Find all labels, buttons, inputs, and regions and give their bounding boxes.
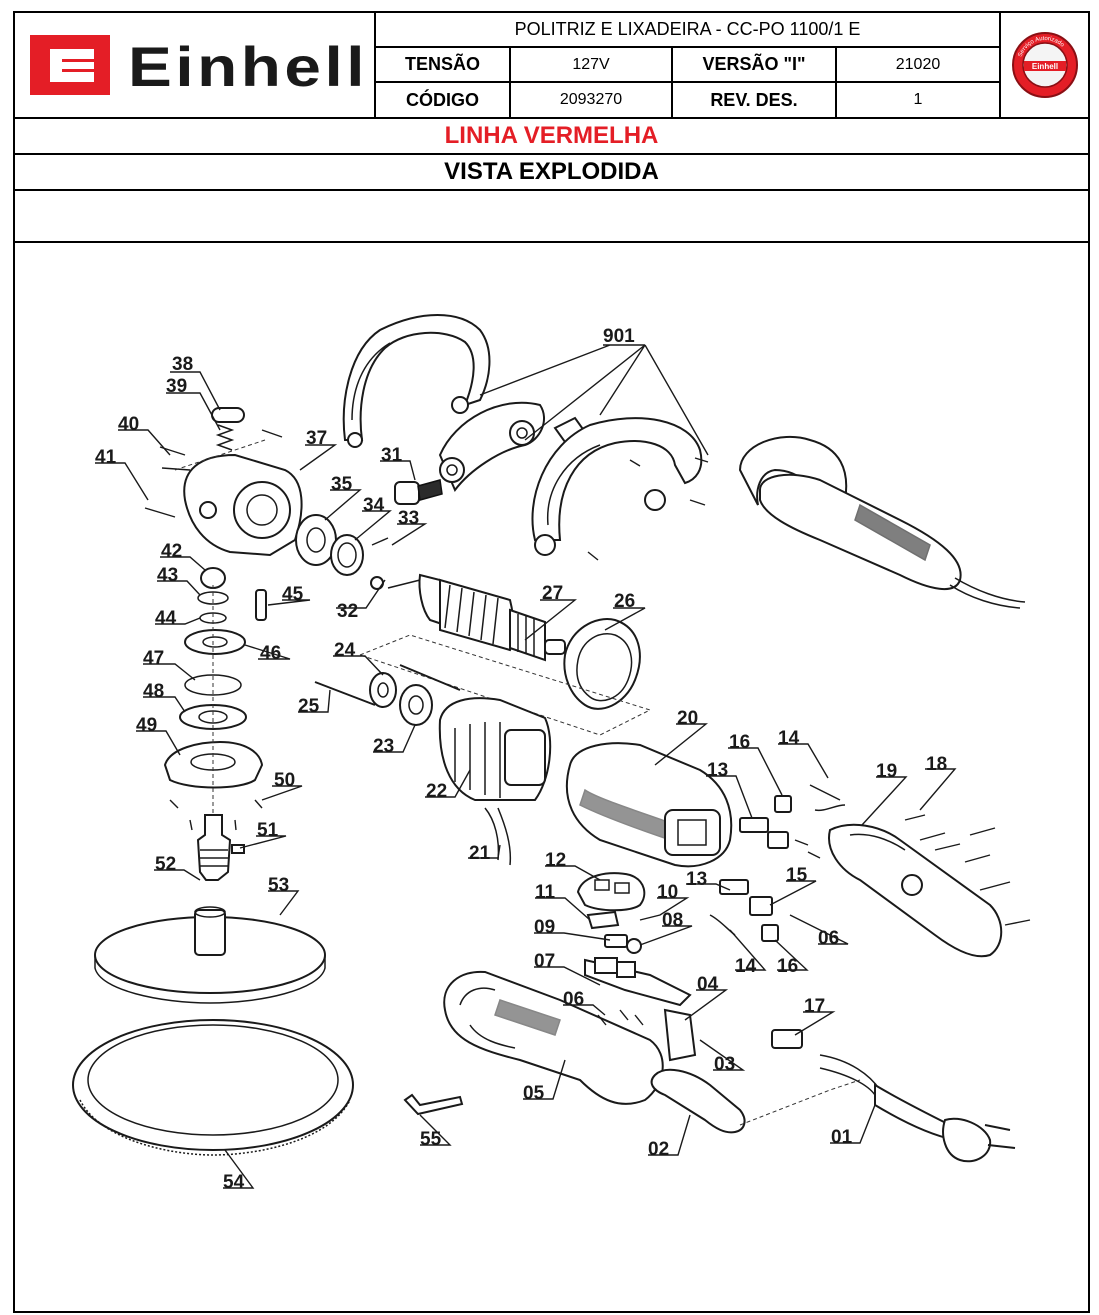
part-label: 09 bbox=[534, 917, 555, 938]
cable-drawing bbox=[650, 1029, 1016, 1163]
part-label: 11 bbox=[535, 882, 556, 903]
part-label: 17 bbox=[804, 996, 825, 1017]
part-label: 06 bbox=[818, 928, 839, 949]
label-versao: VERSÃO "I" bbox=[671, 46, 837, 83]
part-label: 39 bbox=[166, 376, 187, 397]
part-label: 45 bbox=[282, 584, 304, 605]
brush-parts-drawing bbox=[709, 784, 846, 942]
part-label: 15 bbox=[786, 865, 808, 886]
part-label: 43 bbox=[157, 565, 178, 586]
part-label: 52 bbox=[155, 854, 176, 875]
part-label: 53 bbox=[268, 875, 289, 896]
part-label: 50 bbox=[274, 770, 295, 791]
part-number-labels: 901 38 39 40 37 41 31 35 34 33 42 43 32 … bbox=[95, 326, 947, 1193]
motor-housing-drawing bbox=[565, 742, 733, 868]
rotor-bearings-drawing bbox=[314, 664, 461, 726]
part-label: 25 bbox=[298, 696, 320, 717]
part-label: 33 bbox=[398, 508, 419, 529]
part-label: 41 bbox=[95, 447, 117, 468]
part-label: 08 bbox=[662, 910, 683, 931]
part-label: 04 bbox=[697, 974, 719, 995]
label-rev-des: REV. DES. bbox=[671, 81, 837, 119]
part-label: 54 bbox=[223, 1172, 245, 1193]
line-name-band: LINHA VERMELHA bbox=[13, 117, 1090, 155]
product-title: POLITRIZ E LIXADEIRA - CC-PO 1100/1 E bbox=[374, 11, 1001, 48]
part-label: 23 bbox=[373, 736, 394, 757]
part-label: 03 bbox=[714, 1054, 735, 1075]
part-label: 20 bbox=[677, 708, 698, 729]
part-label: 02 bbox=[648, 1139, 669, 1160]
svg-text:Einhell: Einhell bbox=[1031, 62, 1057, 71]
einhell-logo: Einhell bbox=[29, 35, 368, 98]
badge-cell: Einhell Serviço Autorizado bbox=[999, 11, 1090, 119]
armature-drawing bbox=[370, 573, 566, 662]
part-label: 40 bbox=[118, 414, 139, 435]
part-label: 37 bbox=[306, 428, 327, 449]
part-label: 05 bbox=[523, 1083, 545, 1104]
part-label: 19 bbox=[876, 761, 897, 782]
part-label: 10 bbox=[657, 882, 678, 903]
part-label: 34 bbox=[363, 495, 385, 516]
part-label: 24 bbox=[334, 640, 356, 661]
part-label: 01 bbox=[831, 1127, 853, 1148]
hex-key-drawing bbox=[403, 1093, 464, 1116]
part-label: 16 bbox=[729, 732, 750, 753]
rear-cover-drawing bbox=[828, 814, 1031, 958]
empty-band bbox=[13, 189, 1090, 243]
part-label: 27 bbox=[542, 583, 563, 604]
value-codigo: 2093270 bbox=[509, 81, 673, 119]
assembled-tool-drawing bbox=[738, 435, 1026, 609]
gear-head-drawing bbox=[144, 407, 303, 557]
part-label: 06 bbox=[563, 989, 584, 1010]
part-label: 47 bbox=[143, 648, 164, 669]
part-label: 44 bbox=[155, 608, 177, 629]
rear-handle-drawing bbox=[443, 970, 697, 1105]
upper-bearings-drawing bbox=[295, 479, 443, 576]
part-label: 901 bbox=[603, 326, 635, 347]
part-label: 14 bbox=[735, 956, 757, 977]
part-label: 13 bbox=[686, 869, 707, 890]
part-label: 55 bbox=[420, 1129, 442, 1150]
fan-shroud-drawing bbox=[563, 618, 641, 710]
polishing-bonnet-drawing bbox=[72, 1019, 354, 1156]
handle-set-drawing bbox=[342, 314, 709, 561]
part-label: 14 bbox=[778, 728, 800, 749]
part-label: 51 bbox=[257, 820, 279, 841]
part-label: 38 bbox=[172, 354, 193, 375]
part-label: 32 bbox=[337, 601, 358, 622]
part-label: 31 bbox=[381, 445, 403, 466]
part-label: 21 bbox=[469, 843, 491, 864]
svg-text:Einhell: Einhell bbox=[128, 35, 368, 98]
part-label: 46 bbox=[260, 643, 281, 664]
switch-parts-drawing bbox=[576, 872, 692, 1007]
part-label: 48 bbox=[143, 681, 164, 702]
part-label: 49 bbox=[136, 715, 157, 736]
stator-drawing bbox=[438, 697, 552, 866]
part-label: 22 bbox=[426, 781, 447, 802]
part-label: 16 bbox=[777, 956, 798, 977]
part-label: 12 bbox=[545, 850, 566, 871]
part-label: 18 bbox=[926, 754, 947, 775]
part-label: 13 bbox=[707, 760, 728, 781]
part-label: 07 bbox=[534, 951, 555, 972]
part-label: 35 bbox=[331, 474, 353, 495]
part-label: 42 bbox=[161, 541, 182, 562]
part-label: 26 bbox=[614, 591, 635, 612]
backing-pad-drawing bbox=[94, 906, 326, 1004]
callout-leaders bbox=[95, 344, 957, 1189]
spindle-group-drawing bbox=[163, 567, 267, 881]
authorized-service-badge: Einhell Serviço Autorizado bbox=[1011, 32, 1078, 98]
